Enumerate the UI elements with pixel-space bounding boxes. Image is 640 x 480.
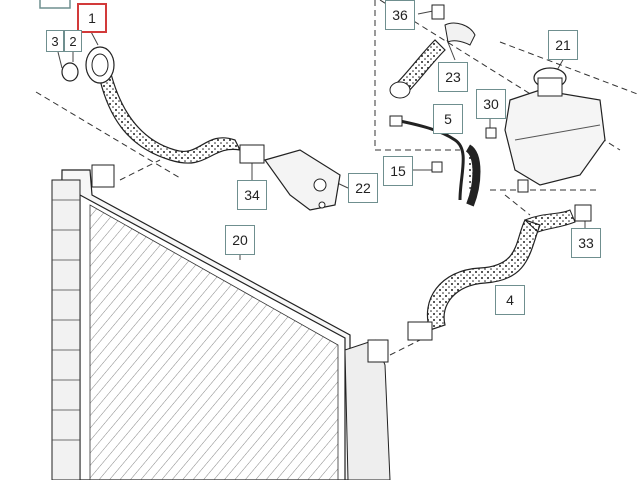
callout-5[interactable]: 5 <box>433 104 463 134</box>
callout-15[interactable]: 15 <box>383 156 413 186</box>
thermostat-housing <box>264 149 341 211</box>
callout-30[interactable]: 30 <box>476 89 506 119</box>
fitting-15-part <box>431 161 443 173</box>
callout-4[interactable]: 4 <box>495 285 525 315</box>
callout-3[interactable]: 3 <box>46 30 64 52</box>
callout-34[interactable]: 34 <box>237 180 267 210</box>
coolant-hose-upper-right <box>389 4 476 99</box>
upper-radiator-hose <box>61 46 265 164</box>
callout-1[interactable]: 1 <box>77 3 107 33</box>
lower-radiator-hose <box>407 204 592 341</box>
callout-20[interactable]: 20 <box>225 225 255 255</box>
partial-callout-box <box>39 0 71 9</box>
callout-23[interactable]: 23 <box>438 62 468 92</box>
callout-36[interactable]: 36 <box>385 0 415 30</box>
callout-22[interactable]: 22 <box>348 173 378 203</box>
callout-2[interactable]: 2 <box>64 30 82 52</box>
radiator <box>51 164 391 480</box>
clip-30-part <box>485 127 497 139</box>
expansion-tank <box>504 67 606 193</box>
callout-33[interactable]: 33 <box>571 228 601 258</box>
callout-21[interactable]: 21 <box>548 30 578 60</box>
thin-coolant-pipe <box>389 115 481 207</box>
